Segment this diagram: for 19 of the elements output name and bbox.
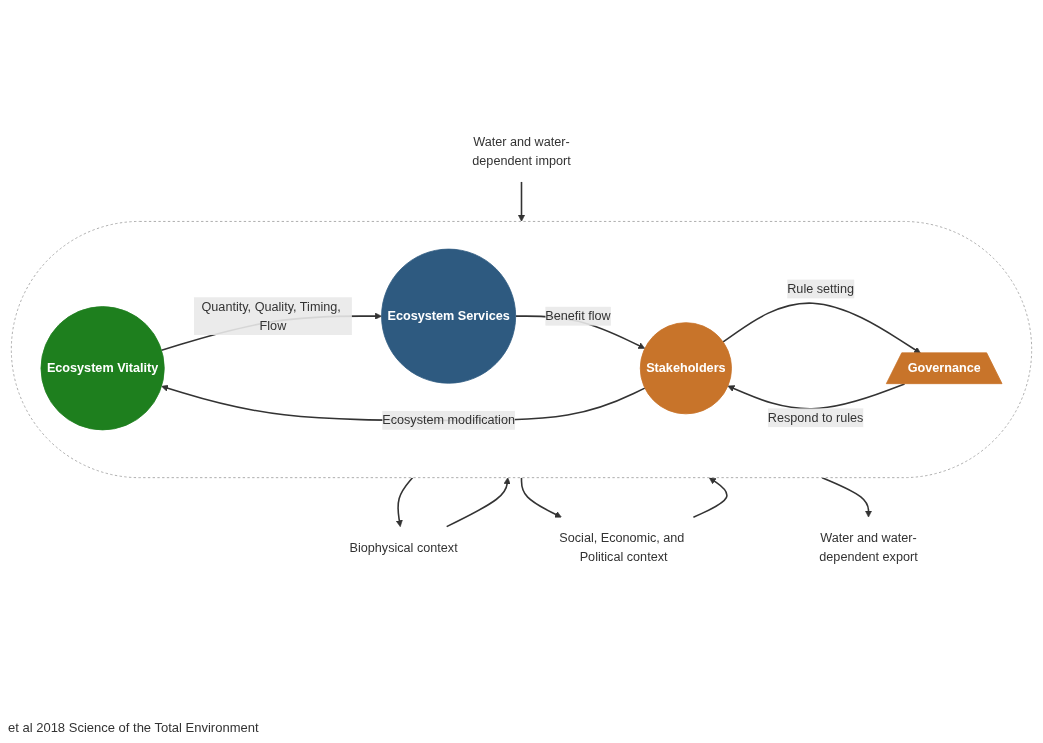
node-text: Social, Economic, and Political context bbox=[559, 531, 685, 565]
edge-label: Rule setting bbox=[787, 282, 854, 296]
arrow bbox=[520, 477, 562, 518]
edge-label: Quantity, Quality, Timing, Flow bbox=[201, 300, 341, 333]
node-circle: Ecosystem Vitality bbox=[40, 306, 165, 431]
edge-label: Benefit flow bbox=[545, 309, 611, 323]
arrow bbox=[518, 181, 525, 223]
arrow bbox=[395, 477, 414, 528]
node-text: Biophysical context bbox=[349, 541, 458, 555]
edge-label: Ecosystem modification bbox=[382, 413, 515, 428]
citation-note: et al 2018 Science of the Total Environment bbox=[8, 720, 259, 735]
arrow bbox=[722, 302, 921, 354]
node-circle: Stakeholders bbox=[639, 322, 732, 415]
edge-label: Respond to rules bbox=[767, 411, 864, 425]
arrow bbox=[692, 477, 728, 519]
node-text: Water and water-dependent import bbox=[472, 134, 571, 168]
node-text: Water and water-dependent export bbox=[819, 531, 918, 565]
arrow bbox=[445, 477, 511, 528]
node-circle: Ecosystem Services bbox=[381, 249, 517, 385]
